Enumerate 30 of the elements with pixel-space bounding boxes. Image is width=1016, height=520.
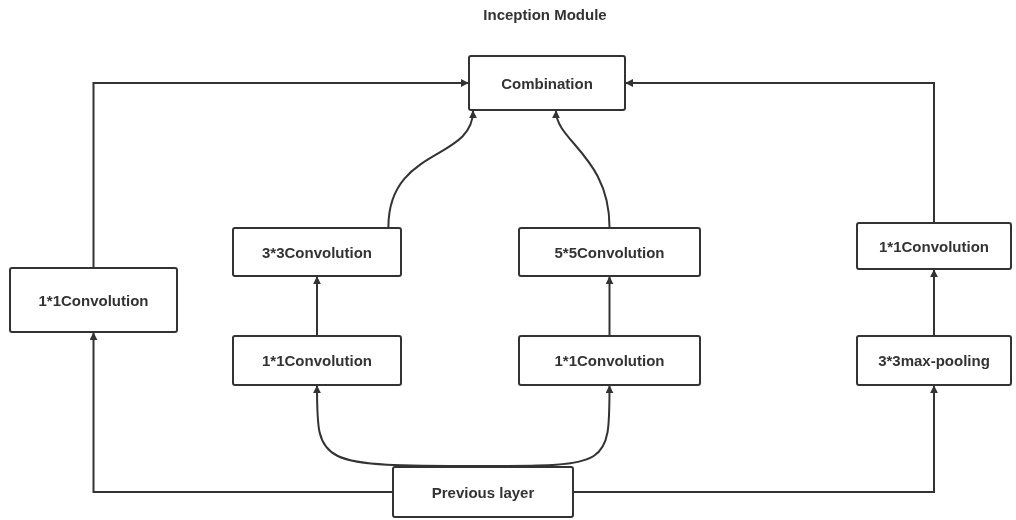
arrow: [930, 269, 938, 336]
arrow: [92, 79, 469, 268]
box-label: 1*1Convolution: [554, 352, 665, 369]
arrow: [387, 110, 476, 228]
box-label: 1*1Convolution: [262, 352, 372, 369]
box-label: 3*3Convolution: [262, 243, 372, 261]
arrow: [313, 276, 321, 336]
box-label: 5*5Convolution: [554, 243, 665, 261]
process-box: [9, 267, 178, 333]
box-label: Previous layer: [431, 483, 535, 501]
box-label: Combination: [501, 74, 593, 92]
arrow: [573, 385, 938, 493]
process-box: [392, 466, 574, 518]
process-box: [468, 55, 626, 111]
arrow: [605, 276, 614, 336]
box-label: 1*1Convolution: [38, 291, 149, 309]
box-label: 1*1Convolution: [879, 237, 989, 255]
arrow: [313, 385, 484, 467]
arrow: [89, 332, 393, 493]
arrow: [625, 79, 935, 223]
process-box: [232, 335, 402, 386]
diagram-title: Inception Module: [483, 6, 607, 23]
process-box: [856, 222, 1012, 270]
arrow: [553, 110, 611, 228]
process-box: [518, 227, 701, 277]
box-label: 3*3max-pooling: [878, 352, 990, 369]
process-box: [232, 227, 402, 277]
process-box: [518, 335, 701, 386]
arrow: [482, 385, 614, 467]
process-box: [856, 335, 1012, 386]
